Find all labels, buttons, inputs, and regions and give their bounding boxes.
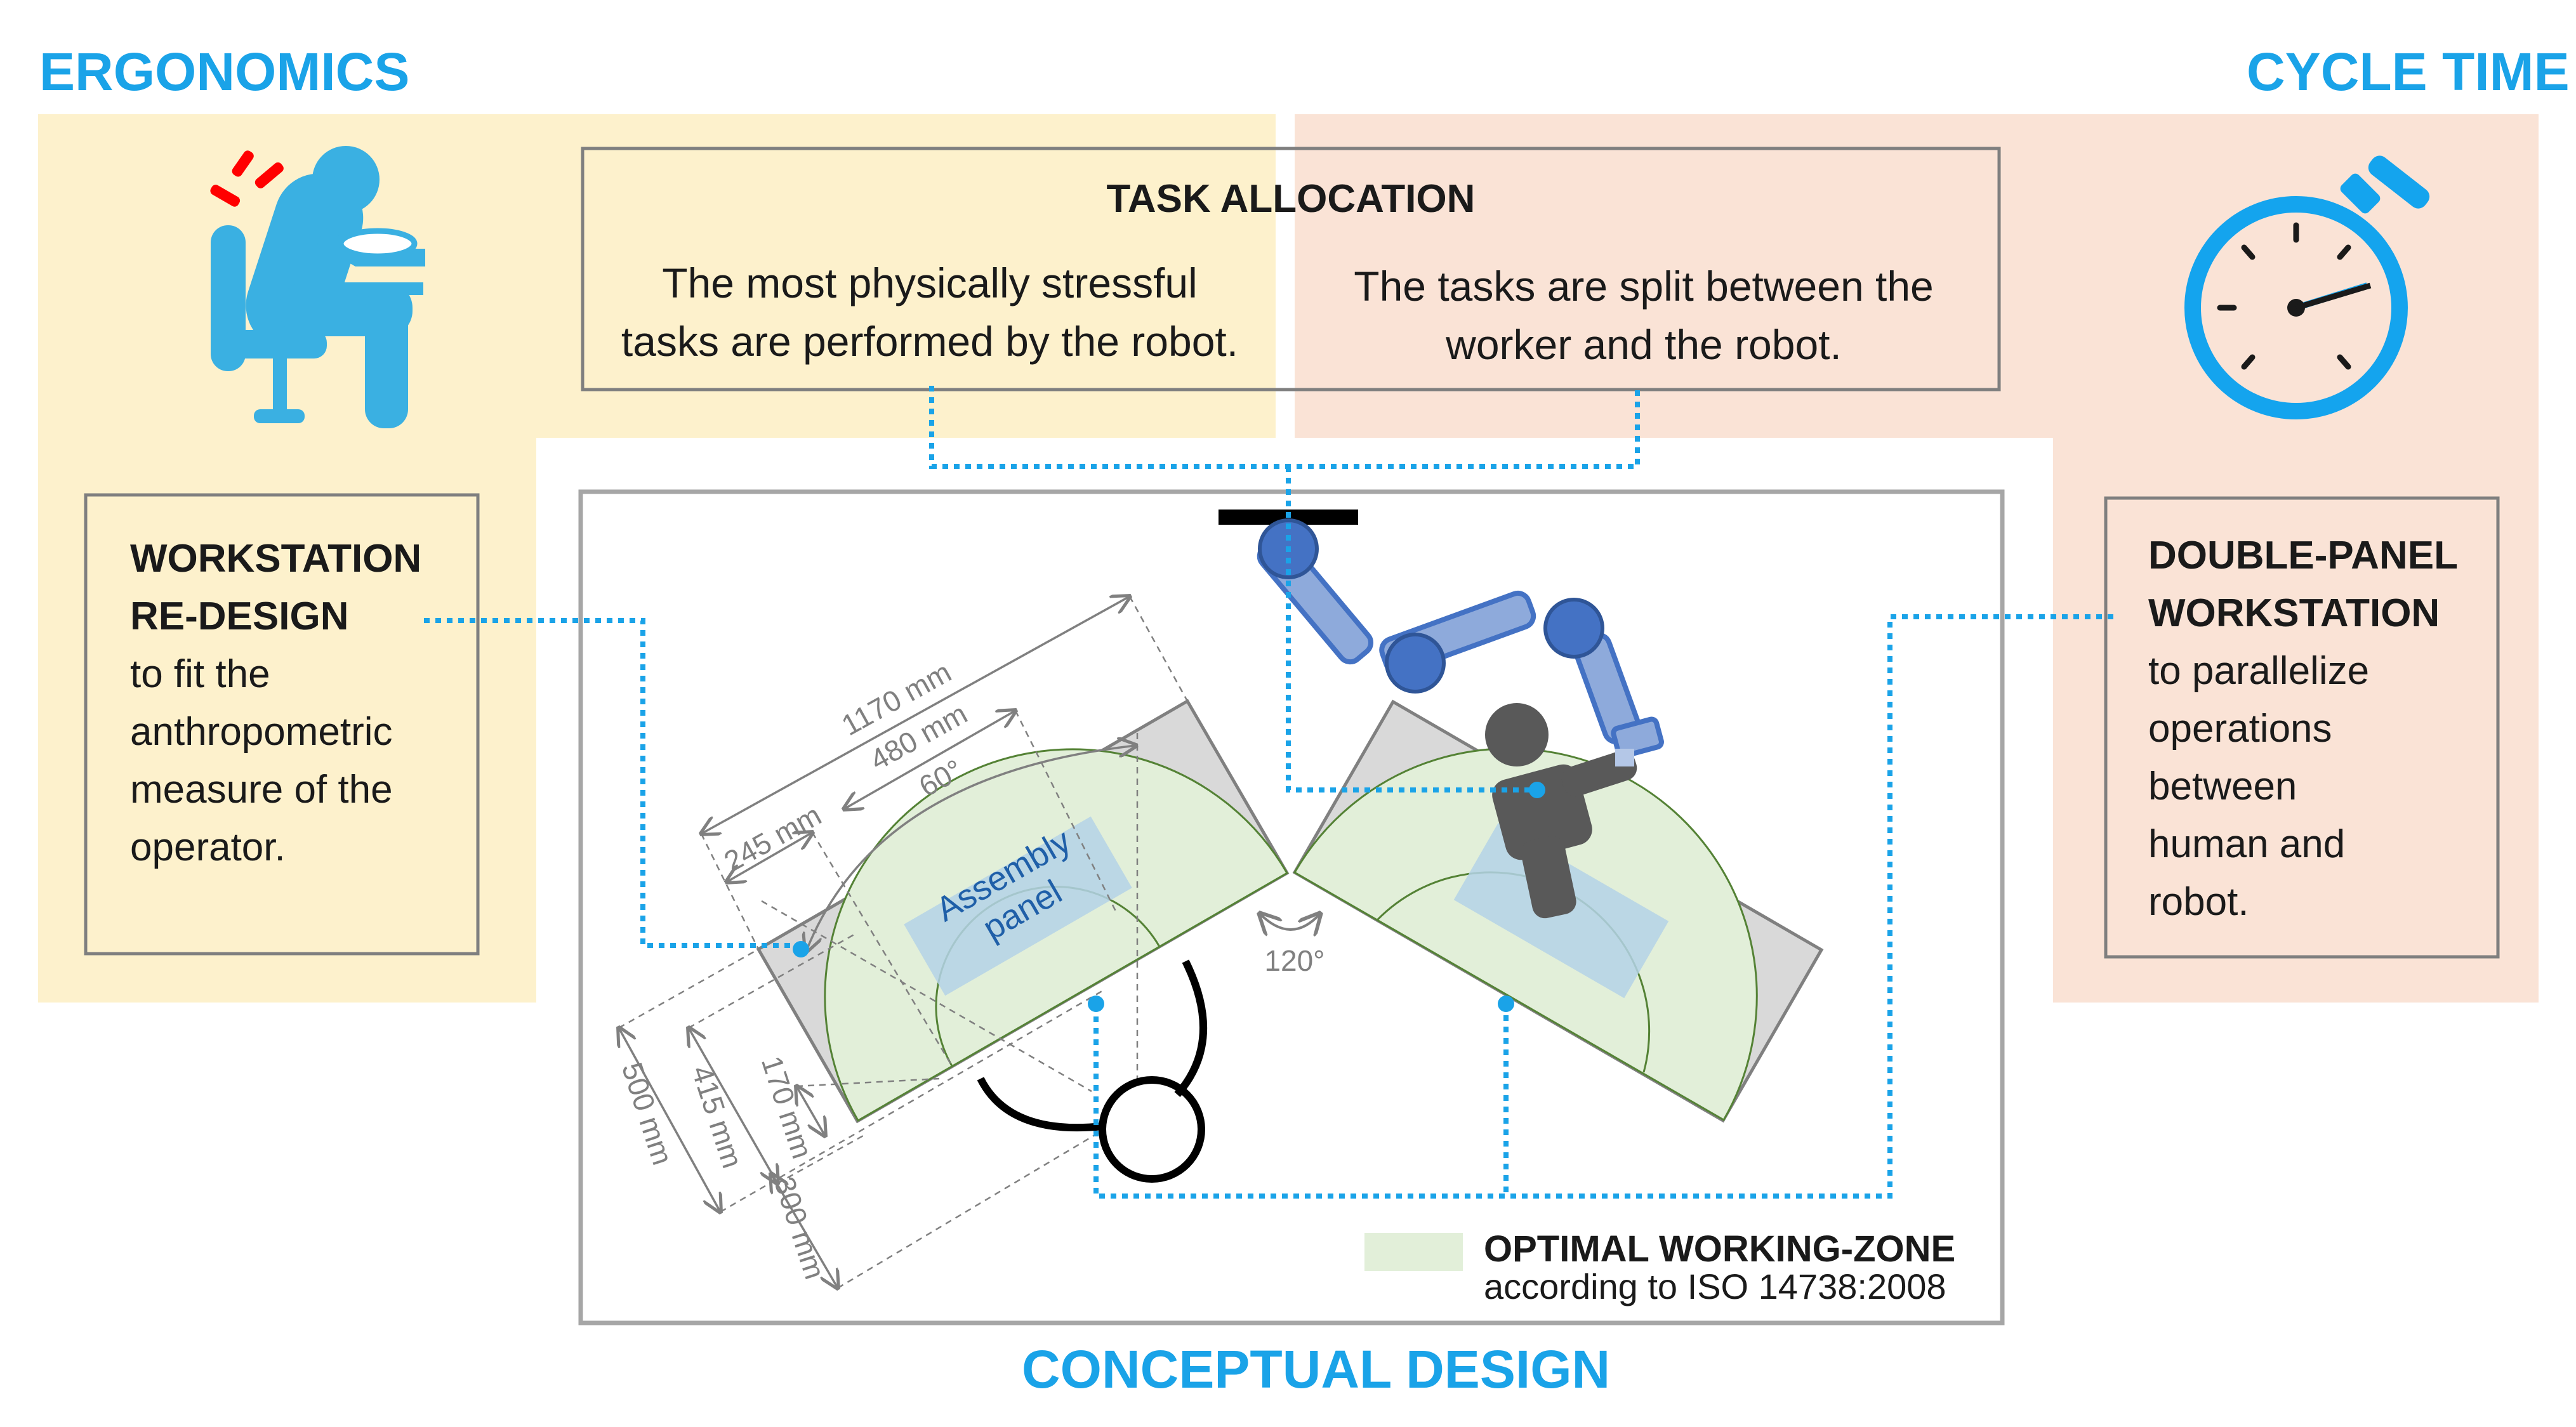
- ergonomics-title: ERGONOMICS: [39, 42, 410, 102]
- stopwatch-icon: [2184, 155, 2430, 419]
- angle-120-arc: [1260, 914, 1320, 930]
- robot-arm-icon: [1219, 510, 1664, 766]
- task-allocation-title: TASK ALLOCATION: [1106, 177, 1476, 221]
- marker-right-panel-edge: [1498, 996, 1514, 1012]
- conceptual-design-title: CONCEPTUAL DESIGN: [1022, 1339, 1611, 1399]
- double-panel-body-3: between: [2148, 765, 2297, 808]
- double-panel-title-2: WORKSTATION: [2148, 591, 2440, 635]
- marker-left-panel-edge: [1088, 996, 1104, 1012]
- dim-300-line: [771, 1174, 838, 1288]
- redesign-body-3: measure of the: [130, 768, 393, 812]
- legend-title: OPTIMAL WORKING-ZONE: [1484, 1228, 1956, 1270]
- dim-415-line: [689, 1028, 777, 1183]
- dim-170-line: [796, 1086, 825, 1136]
- task-right-line-2: worker and the robot.: [1446, 321, 1842, 368]
- conceptual-design-frame: [578, 489, 2005, 1325]
- task-left-line-1: The most physically stressful: [662, 260, 1198, 306]
- redesign-title-1: WORKSTATION: [130, 537, 422, 581]
- cycle-time-title: CYCLE TIME: [2247, 42, 2570, 102]
- redesign-body-2: anthropometric: [130, 710, 393, 754]
- connector-task-left: [929, 386, 1640, 469]
- double-panel-body-2: operations: [2148, 707, 2332, 751]
- seated-worker-icon: [210, 146, 425, 428]
- task-right-line-1: The tasks are split between the: [1354, 263, 1934, 310]
- task-allocation-left-text: The most physically stressful tasks are …: [597, 254, 1263, 371]
- double-panel-body-1: to parallelize: [2148, 649, 2370, 693]
- redesign-body-1: to fit the: [130, 652, 270, 696]
- task-left-line-2: tasks are performed by the robot.: [621, 318, 1239, 365]
- workstation-redesign-box: [84, 493, 480, 956]
- connector-redesign: [424, 618, 801, 948]
- redesign-title-2: RE-DESIGN: [130, 595, 349, 638]
- task-allocation-box: [581, 147, 2001, 391]
- angle-60-arc: [806, 746, 1136, 952]
- legend-subtitle: according to ISO 14738:2008: [1484, 1266, 1946, 1306]
- redesign-body-4: operator.: [130, 825, 286, 869]
- double-panel-text: DOUBLE-PANEL WORKSTATION to parallelize …: [2148, 527, 2485, 931]
- workstation-redesign-text: WORKSTATION RE-DESIGN to fit the anthrop…: [130, 530, 460, 876]
- connector-task-to-worker: [1286, 466, 1533, 792]
- double-panel-body-4: human and: [2148, 822, 2346, 866]
- double-panel-title-1: DOUBLE-PANEL: [2148, 534, 2458, 577]
- double-panel-body-5: robot.: [2148, 880, 2249, 924]
- connector-double-panel: [1093, 614, 2113, 1199]
- operator-topview-icon: [977, 959, 1208, 1183]
- double-panel-box: [2104, 496, 2500, 959]
- legend-swatch: [1364, 1233, 1463, 1271]
- marker-left-panel: [793, 941, 809, 957]
- dim-120-label: 120°: [1264, 944, 1324, 977]
- dim-245-line: [727, 832, 812, 882]
- task-allocation-right-text: The tasks are split between the worker a…: [1307, 257, 1980, 374]
- marker-worker: [1529, 782, 1545, 798]
